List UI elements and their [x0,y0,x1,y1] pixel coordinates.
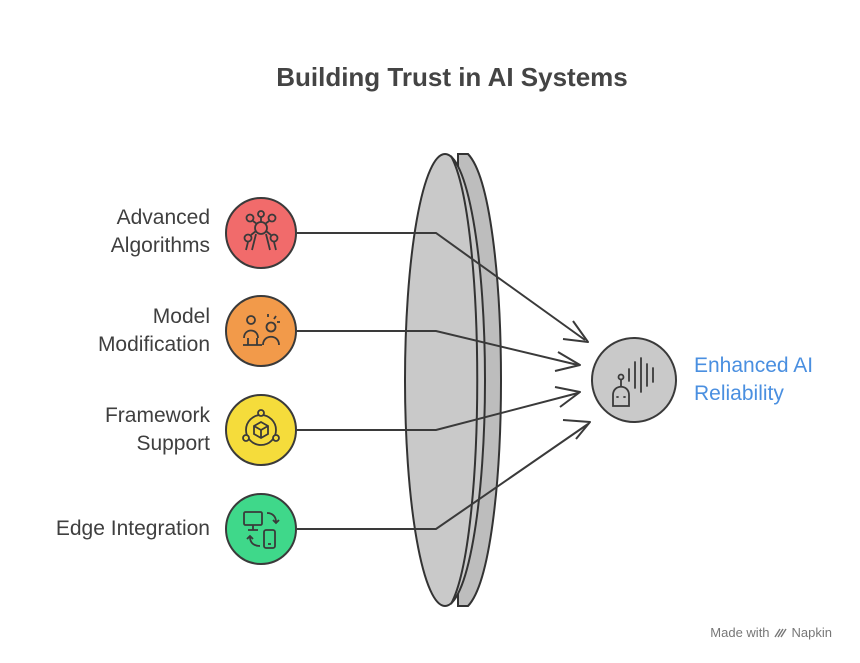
atom-structure-icon [243,210,279,251]
input-label-3-line2: Support [136,432,210,455]
credit-prefix: Made with [710,625,770,640]
output-label: Enhanced AI Reliability [694,352,813,408]
input-label-4: Edge Integration [0,515,210,543]
input-label-4-line1: Edge Integration [55,517,210,540]
connector-1 [297,232,586,341]
lens-shape [404,153,502,607]
output-label-line1: Enhanced AI [694,354,814,377]
output-label-line2: Reliability [694,382,784,405]
napkin-logo-icon [773,628,787,637]
diagram-title: Building Trust in AI Systems [276,62,628,92]
input-label-2: Model Modification [0,303,210,359]
input-label-1: Advanced Algorithms [0,204,210,260]
input-node-2 [225,295,297,367]
input-label-1-line2: Algorithms [110,234,210,257]
connector-lines [297,232,589,530]
input-label-2-line2: Modification [97,333,210,356]
made-with-credit: Made with Napkin [710,625,832,640]
arrow-heads [554,320,591,440]
workers-icon [243,314,280,346]
input-label-3: Framework Support [0,402,210,458]
input-label-1-line1: Advanced [116,206,210,229]
connector-4 [297,423,589,530]
input-node-1 [225,197,297,269]
connector-2 [297,330,579,366]
connector-3 [297,392,579,431]
output-node [591,337,677,423]
input-node-3 [225,394,297,466]
credit-brand: Napkin [791,625,832,640]
device-sync-icon [243,511,280,549]
input-label-2-line1: Model [152,305,210,328]
input-node-4 [225,493,297,565]
robot-voice-icon [612,357,654,407]
input-label-3-line1: Framework [104,404,210,427]
network-box-icon [242,409,280,446]
